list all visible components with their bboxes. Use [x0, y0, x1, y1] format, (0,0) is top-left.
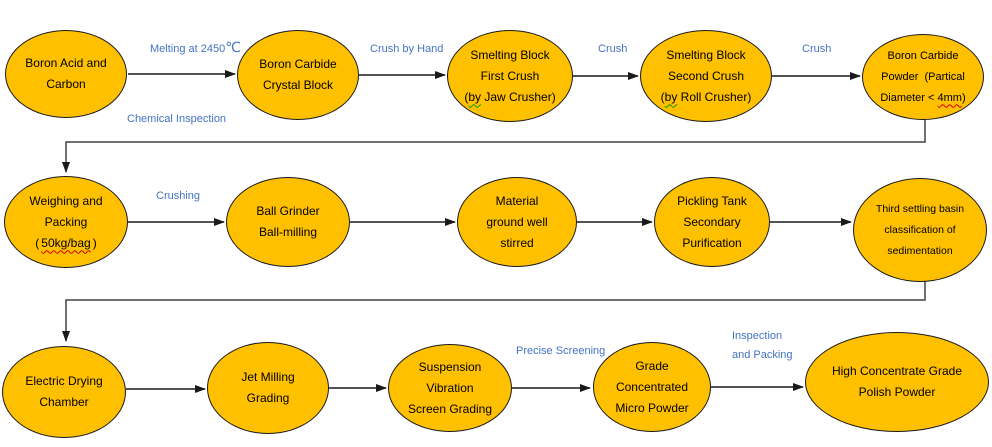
node-line: Grading [246, 391, 290, 405]
node-drying-chamber: Electric Drying Chamber [2, 346, 126, 438]
node-line: Grade [635, 358, 669, 373]
node-material-stirred: Material ground well stirred [457, 177, 577, 267]
node-line: High Concentrate Grade [831, 364, 963, 378]
node-line: Diameter < 4mm) [880, 91, 966, 104]
edge-label-precise-screening: Precise Screening [516, 345, 606, 357]
node-line: sedimentation [887, 244, 953, 257]
node-line: Micro Powder [615, 400, 689, 415]
node-line: Secondary [683, 214, 741, 229]
node-boron-acid-carbon: Boron Acid and Carbon [5, 30, 127, 118]
node-weighing-packing: Weighing and Packing (50kg/bag) [4, 176, 128, 268]
node-line: (by Jaw Crusher) [464, 89, 556, 104]
node-line: Boron Carbide [259, 57, 337, 71]
edge-label-melting: Melting at 2450℃ [150, 39, 241, 55]
node-line: Powder (Partical [881, 70, 965, 83]
node-line: Pickling Tank [677, 193, 747, 208]
node-line: Third settling basin [875, 202, 965, 215]
node-line: Crystal Block [262, 78, 333, 92]
node-line: Second Crush [667, 68, 745, 83]
node-line: Polish Powder [858, 385, 936, 399]
node-line: Electric Drying [25, 374, 103, 388]
node-line: Boron Carbide [887, 49, 959, 62]
node-line: Screen Grading [407, 401, 493, 416]
row1-to-row2-connector [62, 120, 926, 173]
node-micro-powder: Grade Concentrated Micro Powder [593, 342, 711, 432]
node-first-crush: Smelting Block First Crush (by Jaw Crush… [447, 30, 573, 122]
edge-label-crush-3: Crush [802, 43, 832, 55]
node-line: Vibration [426, 380, 474, 395]
node-polish-powder: High Concentrate Grade Polish Powder [805, 332, 989, 432]
node-line: Concentrated [615, 379, 689, 394]
node-line: Chamber [39, 395, 89, 409]
node-line: Ball Grinder [256, 204, 320, 218]
node-line: Ball-milling [258, 225, 317, 239]
node-line: Boron Acid and [25, 56, 107, 70]
node-line: stirred [500, 235, 534, 250]
node-line: Suspension [418, 359, 482, 374]
node-line: Jet Milling [241, 370, 295, 384]
node-line: Material [495, 193, 539, 208]
node-suspension-screen: Suspension Vibration Screen Grading [388, 344, 512, 432]
degree-celsius-symbol: ℃ [225, 39, 241, 55]
node-line: (by Roll Crusher) [660, 89, 752, 104]
edge-label-chemical-inspection: Chemical Inspection [127, 113, 227, 125]
node-line: Carbon [46, 77, 86, 91]
node-line: ground well [486, 214, 548, 229]
node-ball-grinder: Ball Grinder Ball-milling [226, 177, 350, 267]
node-pickling-tank: Pickling Tank Secondary Purification [654, 177, 770, 267]
node-boron-carbide-crystal: Boron Carbide Crystal Block [237, 30, 359, 120]
node-jet-milling: Jet Milling Grading [207, 342, 329, 434]
node-line: Smelting Block [470, 47, 550, 62]
node-line: Smelting Block [666, 47, 746, 62]
edge-label-inspection-packing: Inspection and Packing [732, 330, 793, 361]
node-boron-carbide-powder: Boron Carbide Powder (Partical Diameter … [862, 34, 984, 120]
node-line: Weighing and [29, 193, 103, 208]
node-line: (50kg/bag) [35, 235, 97, 250]
node-second-crush: Smelting Block Second Crush (by Roll Cru… [640, 30, 772, 122]
edge-label-crush-by-hand: Crush by Hand [370, 43, 444, 55]
node-line: First Crush [480, 68, 540, 83]
node-settling-basin: Third settling basin classification of s… [853, 178, 987, 282]
row2-to-row3-connector [62, 278, 926, 342]
edge-label-crushing: Crushing [156, 190, 201, 202]
node-line: Purification [682, 235, 742, 250]
edge-label-crush-2: Crush [598, 43, 628, 55]
node-line: classification of [884, 223, 956, 236]
node-line: Packing [44, 214, 88, 229]
